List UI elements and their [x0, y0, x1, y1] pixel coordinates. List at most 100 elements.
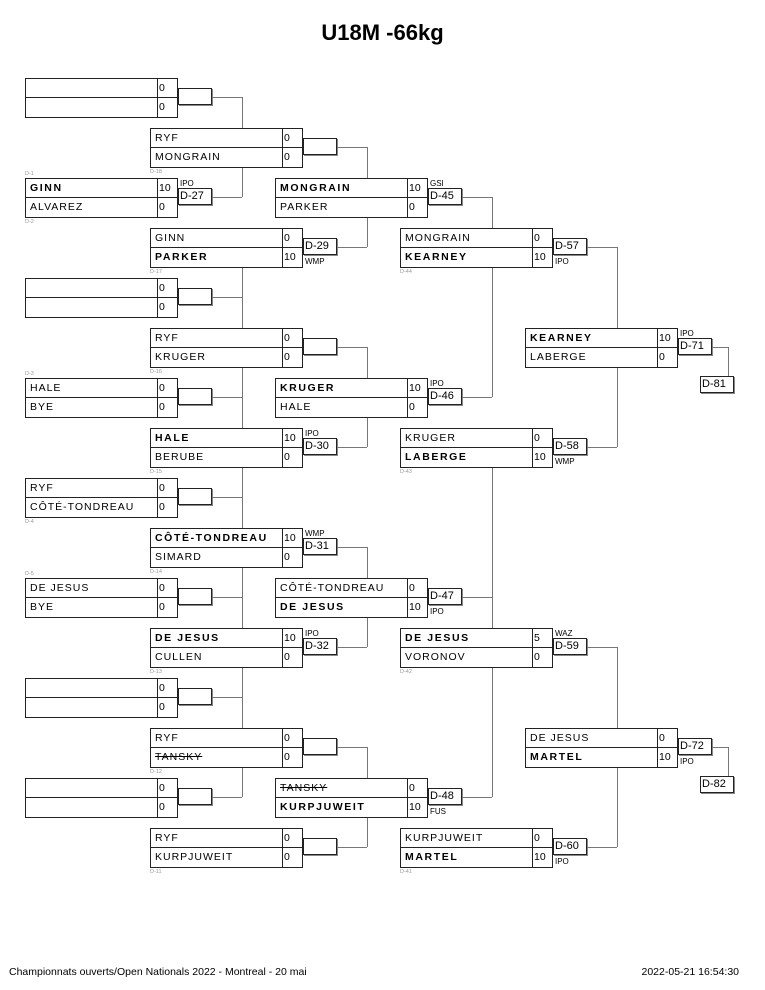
competitor-score: 0: [657, 729, 677, 748]
empty-decision-box[interactable]: [178, 688, 212, 705]
decision-box[interactable]: D-60: [553, 838, 587, 855]
empty-decision-box[interactable]: [178, 288, 212, 305]
competitor-score: 0: [157, 498, 177, 517]
decision-box[interactable]: D-72: [678, 738, 712, 755]
competitor-score: 0: [282, 148, 302, 167]
match-code-label: D-12: [150, 769, 162, 775]
competitor-name: MONGRAIN: [276, 179, 407, 198]
decision-box[interactable]: D-59: [553, 638, 587, 655]
competitor-score: 0: [282, 648, 302, 667]
connector-line: [728, 747, 729, 776]
connector-line: [212, 397, 242, 398]
win-type-label: FUS: [430, 807, 446, 816]
competitor-name: BYE: [30, 401, 55, 413]
empty-decision-box[interactable]: [303, 738, 337, 755]
decision-box[interactable]: D-57: [553, 238, 587, 255]
competitor-score: 0: [532, 229, 552, 248]
connector-line: [212, 197, 242, 198]
next-match-box[interactable]: D-82: [700, 776, 734, 793]
empty-decision-box[interactable]: [303, 338, 337, 355]
decision-box[interactable]: D-30: [303, 438, 337, 455]
connector-line: [242, 168, 243, 197]
decision-box[interactable]: D-45: [428, 188, 462, 205]
connector-line: [367, 418, 368, 447]
empty-decision-box[interactable]: [178, 588, 212, 605]
empty-decision-box[interactable]: [178, 88, 212, 105]
match-code-label: D-14: [150, 569, 162, 575]
decision-box[interactable]: D-46: [428, 388, 462, 405]
competitor-score: 0: [157, 698, 177, 717]
match-code-label: D-41: [400, 869, 412, 875]
competitor-score: 0: [532, 648, 552, 667]
decision-box[interactable]: D-71: [678, 338, 712, 355]
competitor-score: 0: [282, 229, 302, 248]
competitor-score: 0: [657, 348, 677, 367]
decision-box[interactable]: D-31: [303, 538, 337, 555]
competitor-score: 10: [532, 848, 552, 867]
decision-box[interactable]: D-32: [303, 638, 337, 655]
competitor-score: 0: [282, 829, 302, 848]
empty-decision-box[interactable]: [178, 788, 212, 805]
competitor-name: BERUBE: [155, 451, 205, 463]
match-code-label: D-16: [150, 369, 162, 375]
competitor-name: CULLEN: [155, 651, 203, 663]
connector-line: [712, 347, 728, 348]
empty-decision-box[interactable]: [178, 388, 212, 405]
competitor-score: 0: [157, 579, 177, 598]
competitor-name: RYF: [151, 129, 282, 148]
competitor-score: 10: [282, 248, 302, 267]
match-code-label: D-4: [25, 519, 34, 525]
connector-line: [462, 197, 492, 198]
competitor-name: [26, 698, 157, 717]
connector-line: [242, 97, 243, 128]
match-code-label: D-15: [150, 469, 162, 475]
empty-decision-box[interactable]: [178, 488, 212, 505]
decision-box[interactable]: D-47: [428, 588, 462, 605]
decision-box[interactable]: D-29: [303, 238, 337, 255]
win-type-label: WAZ: [555, 629, 573, 638]
competitor-name: [26, 798, 157, 817]
footer-event: Championnats ouverts/Open Nationals 2022…: [9, 966, 307, 978]
competitor-score: 0: [282, 348, 302, 367]
match-code-label: D-43: [400, 469, 412, 475]
empty-decision-box[interactable]: [303, 138, 337, 155]
competitor-name: KEARNEY: [405, 251, 468, 263]
competitor-name: LABERGE: [405, 451, 468, 463]
decision-box[interactable]: D-27: [178, 188, 212, 205]
next-match-box[interactable]: D-81: [700, 376, 734, 393]
match-code-label: D-44: [400, 269, 412, 275]
decision-box[interactable]: D-58: [553, 438, 587, 455]
competitor-score: 10: [157, 179, 177, 198]
decision-box[interactable]: D-48: [428, 788, 462, 805]
competitor-name: BYE: [30, 601, 55, 613]
competitor-name: VORONOV: [405, 651, 466, 663]
competitor-name: DE JESUS: [401, 629, 532, 648]
empty-decision-box[interactable]: [303, 838, 337, 855]
